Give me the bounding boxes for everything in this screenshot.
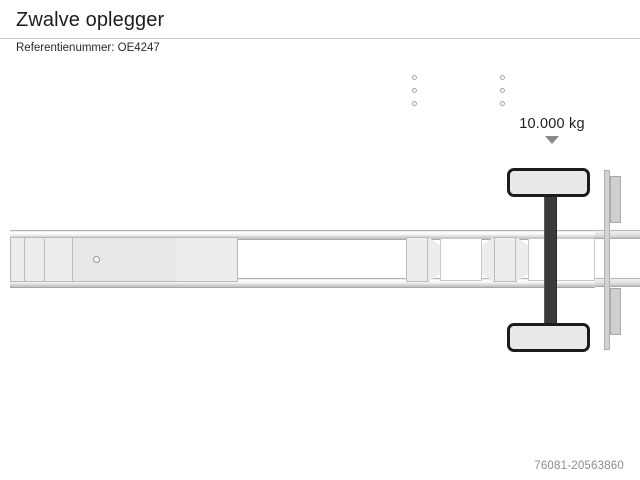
- deck-bay-mid: [440, 238, 482, 281]
- nose-divider-2: [44, 238, 45, 281]
- tire-icon: [507, 168, 590, 197]
- trailer-diagram: 10.000 kg: [0, 66, 640, 480]
- nose-divider-1: [24, 238, 25, 281]
- header-divider: [0, 38, 640, 39]
- bolt-column-rear: [500, 75, 505, 114]
- bolt-icon: [500, 75, 505, 80]
- front-nose-block: [10, 237, 238, 282]
- chamfer-panel-c: [516, 237, 528, 282]
- rear-arm-bottom: [595, 278, 640, 287]
- chamfer-panel-a: [428, 237, 440, 282]
- rear-plate-top: [610, 176, 621, 223]
- bolt-panel-rear: [494, 237, 516, 282]
- page-header: Zwalve oplegger Referentienummer: OE4247: [0, 0, 640, 66]
- bolt-column-front: [412, 75, 417, 114]
- reference-number: Referentienummer: OE4247: [16, 42, 160, 54]
- tire-icon: [507, 323, 590, 352]
- rear-post-icon: [604, 170, 610, 350]
- axle-icon: [544, 188, 557, 343]
- nose-divider-3: [72, 238, 73, 281]
- bolt-icon: [412, 75, 417, 80]
- weight-label: 10.000 kg: [519, 116, 585, 132]
- weight-callout: 10.000 kg: [487, 116, 617, 144]
- bolt-icon: [500, 101, 505, 106]
- chassis-rail-bottom: [10, 278, 595, 288]
- bolt-panel-front: [406, 237, 428, 282]
- rear-plate-bottom: [610, 288, 621, 335]
- rear-arm-top: [595, 230, 640, 239]
- page-title: Zwalve oplegger: [16, 9, 165, 31]
- nose-fill-panel: [72, 238, 177, 281]
- bolt-icon: [500, 88, 505, 93]
- watermark: 76081-20563860: [534, 460, 624, 472]
- chassis-rail-top: [10, 230, 595, 240]
- bolt-icon: [412, 88, 417, 93]
- triangle-down-icon: [545, 136, 559, 144]
- chamfer-panel-b: [482, 237, 494, 282]
- bolt-icon: [412, 101, 417, 106]
- deck-bay-rear: [528, 238, 595, 281]
- kingpin-circle-icon: [93, 256, 100, 263]
- deck-bay-main: [61, 238, 406, 281]
